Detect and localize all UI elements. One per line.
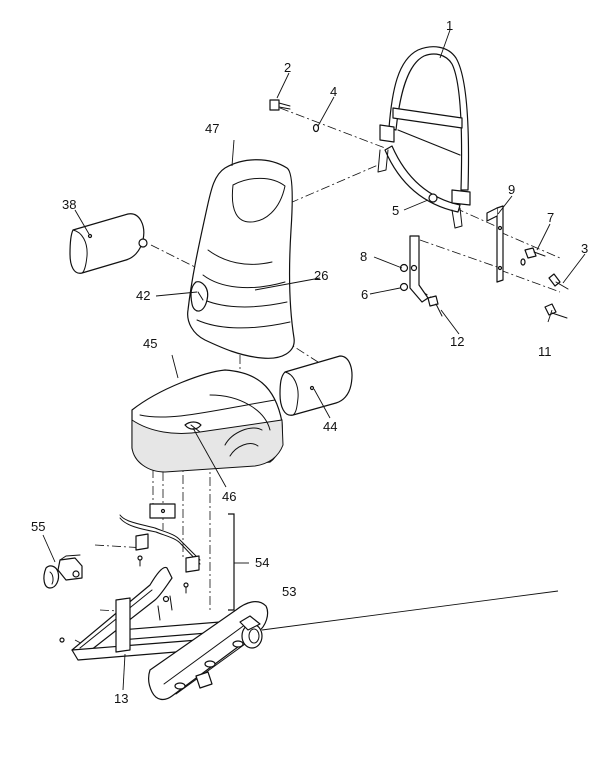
callout-7: 7	[547, 210, 554, 225]
right-armrest	[279, 355, 353, 416]
frame-hardware	[269, 99, 438, 203]
left-armrest	[69, 213, 148, 274]
callout-53: 53	[282, 584, 296, 599]
callout-6: 6	[361, 287, 368, 302]
callout-54: 54	[255, 555, 269, 570]
callout-bracket	[228, 513, 235, 611]
callout-2: 2	[284, 60, 291, 75]
callout-45: 45	[143, 336, 157, 351]
seat-back-cushion	[187, 159, 295, 359]
callout-4: 4	[330, 84, 337, 99]
callout-42: 42	[136, 288, 150, 303]
mounting-bracket-plate	[486, 205, 504, 283]
callout-55: 55	[31, 519, 45, 534]
callout-9: 9	[508, 182, 515, 197]
callout-1: 1	[446, 18, 453, 33]
adjuster-handle-assembly	[43, 554, 83, 589]
callout-labels: 1 2 3 4 5 6 7 8 9 11 12 13 26 38 42 44 4…	[31, 18, 588, 706]
seat-base-rails	[59, 566, 269, 701]
callout-8: 8	[360, 249, 367, 264]
callout-13: 13	[114, 691, 128, 706]
callout-5: 5	[392, 203, 399, 218]
callout-11: 11	[538, 344, 552, 359]
seat-pan-clips	[119, 503, 201, 594]
leader-lines	[42, 29, 586, 691]
back-frame-tube	[377, 46, 471, 229]
callout-12: 12	[450, 334, 464, 349]
callout-38: 38	[62, 197, 76, 212]
lever-bracket	[399, 235, 429, 303]
callout-47: 47	[205, 121, 219, 136]
recliner-knob	[239, 615, 263, 649]
callout-26: 26	[314, 268, 328, 283]
callout-3: 3	[581, 241, 588, 256]
screws	[399, 247, 569, 319]
callout-44: 44	[323, 419, 337, 434]
seat-cushion	[131, 369, 284, 473]
callout-46: 46	[222, 489, 236, 504]
